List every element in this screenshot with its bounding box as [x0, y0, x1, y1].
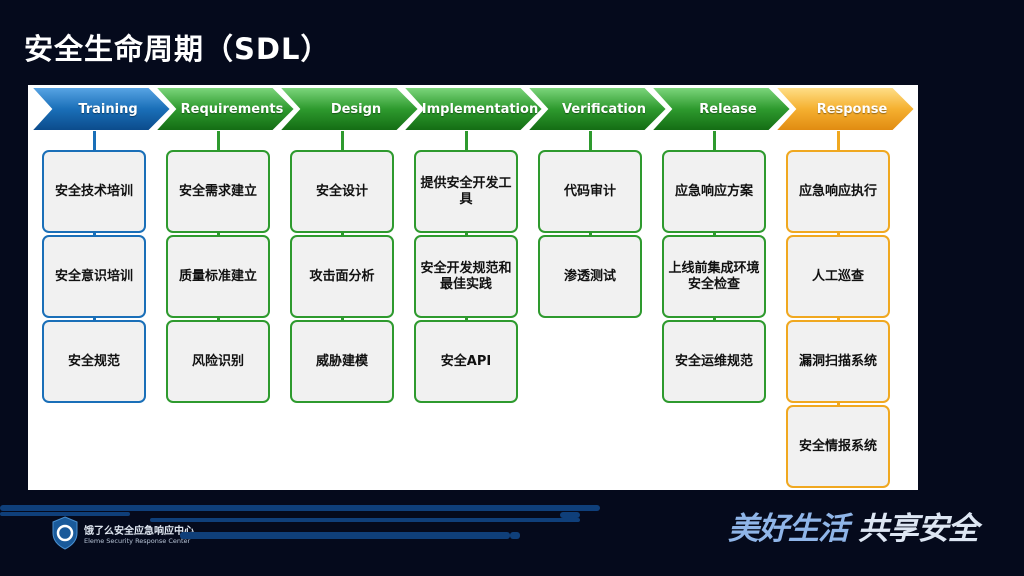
stage-arrow-implementation — [400, 86, 545, 132]
stage-arrow-release — [648, 86, 793, 132]
decorative-line — [0, 512, 130, 516]
stage-arrow-requirements — [152, 86, 297, 132]
stage-arrow-verification — [524, 86, 669, 132]
stage-arrows — [28, 86, 917, 132]
stage-label: Verification — [561, 101, 646, 117]
activity-box: 人工巡查 — [786, 235, 890, 318]
stage-arrow-training — [28, 86, 173, 132]
decorative-line — [180, 532, 510, 539]
activity-box: 安全规范 — [42, 320, 146, 403]
activity-box: 代码审计 — [538, 150, 642, 233]
activity-box: 提供安全开发工具 — [414, 150, 518, 233]
decorative-line — [150, 518, 580, 522]
logo-text-en: Eleme Security Response Center — [84, 536, 191, 545]
activity-box: 应急响应方案 — [662, 150, 766, 233]
sdl-diagram: Training 安全技术培训安全意识培训安全规范 Requirements 安全需求… — [28, 85, 918, 490]
stage-label: Design — [330, 101, 382, 117]
page-title: 安全生命周期（SDL） — [24, 32, 331, 66]
logo-text-cn: 饿了么安全应急响应中心 — [84, 525, 194, 537]
activity-box: 风险识别 — [166, 320, 270, 403]
activity-box: 攻击面分析 — [290, 235, 394, 318]
shield-logo-icon — [52, 516, 78, 550]
activity-box: 安全技术培训 — [42, 150, 146, 233]
activity-box: 上线前集成环境安全检查 — [662, 235, 766, 318]
decorative-line — [560, 512, 580, 518]
activity-box: 质量标准建立 — [166, 235, 270, 318]
stage-arrow-design — [276, 86, 421, 132]
activity-box: 漏洞扫描系统 — [786, 320, 890, 403]
activity-box: 威胁建模 — [290, 320, 394, 403]
activity-box: 安全设计 — [290, 150, 394, 233]
stage-label: Implementation — [421, 101, 539, 117]
activity-box: 安全运维规范 — [662, 320, 766, 403]
activity-box: 应急响应执行 — [786, 150, 890, 233]
stage-arrow-response — [772, 86, 917, 132]
activity-box: 渗透测试 — [538, 235, 642, 318]
stage-label: Training — [78, 101, 138, 117]
activity-box: 安全意识培训 — [42, 235, 146, 318]
stage-label: Release — [699, 101, 757, 117]
activity-box: 安全开发规范和最佳实践 — [414, 235, 518, 318]
activity-box: 安全情报系统 — [786, 405, 890, 488]
stage-label: Response — [816, 101, 888, 117]
decorative-line — [0, 505, 600, 511]
activity-box: 安全需求建立 — [166, 150, 270, 233]
decorative-line — [510, 532, 520, 539]
slogan: 美好生活 共享安全 — [728, 511, 979, 547]
activity-box: 安全API — [414, 320, 518, 403]
stage-label: Requirements — [180, 101, 284, 117]
